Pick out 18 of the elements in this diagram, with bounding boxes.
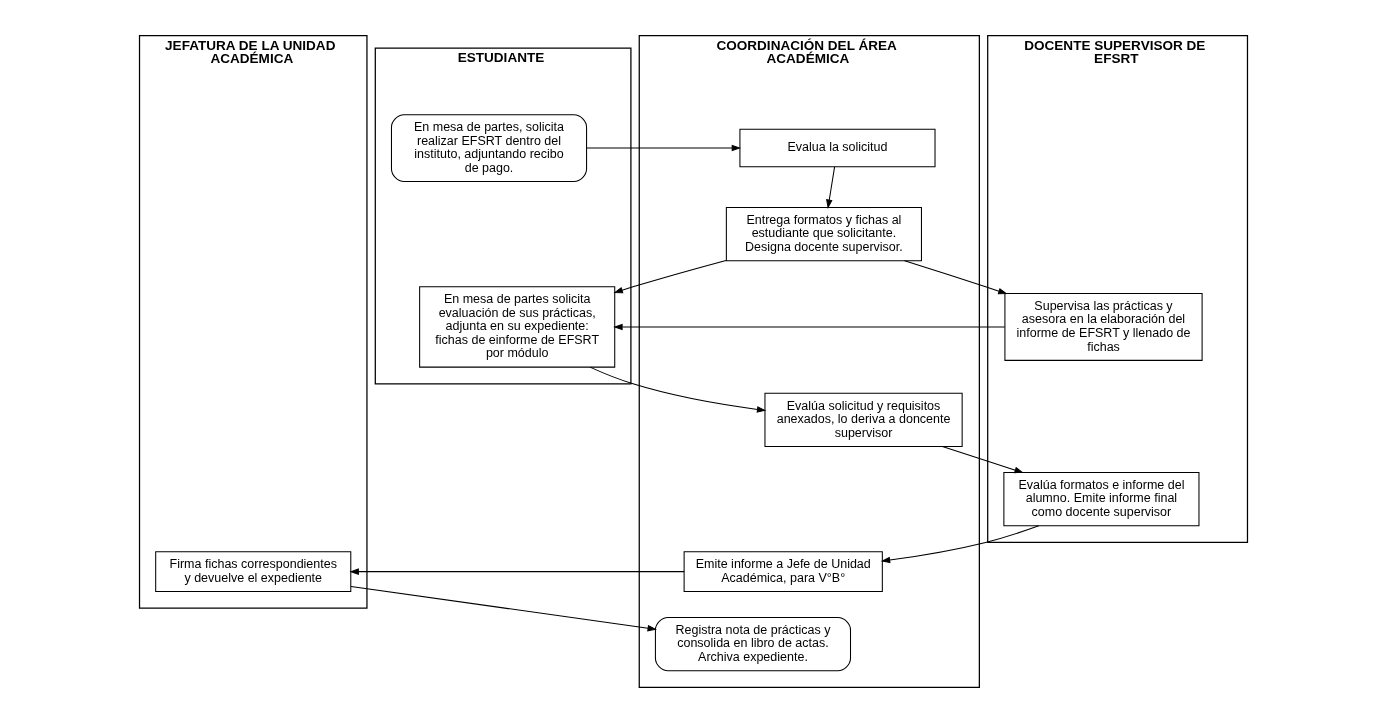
arrow xyxy=(348,568,685,575)
arrow xyxy=(941,445,1024,474)
node-box: En mesa de partes solicita evaluación de sus prácticas, adjunta en su expediente: fichas de einforme de EFSRT por módulo xyxy=(418,286,615,368)
node-box: En mesa de partes, solicita realizar EFSRT dentro del instituto, adjuntando recibo de pago. xyxy=(390,114,587,182)
node-box: Registra nota de prácticas y consolida en libro de actas. Archiva expediente. xyxy=(654,617,851,672)
node-box: Evalúa formatos e informe del alumno. Emite informe final como docente supervisor xyxy=(1002,472,1199,527)
node-box: Evalua la solicitud xyxy=(738,128,936,168)
node-box: Firma fichas correspondientes y devuelve el expediente xyxy=(154,551,351,592)
arrow xyxy=(612,323,1005,331)
node-box: Emite informe a Jefe de Unidad Académica, para V°B° xyxy=(683,551,883,592)
arrow xyxy=(585,144,741,152)
node-box: Supervisa las prácticas y asesora en la elaboración del informe de EFSRT y llenado de fichas xyxy=(1003,293,1203,361)
arrow xyxy=(613,259,726,294)
node-box: Evalúa solicitud y requisitos anexados, lo deriva a doncente supervisor xyxy=(763,392,963,447)
arrow xyxy=(350,585,657,632)
arrow xyxy=(903,260,1008,295)
node-box: Entrega formatos y fichas al estudiante que solicitante. Designa docente supervisor. xyxy=(725,207,922,262)
arrow xyxy=(825,166,835,209)
